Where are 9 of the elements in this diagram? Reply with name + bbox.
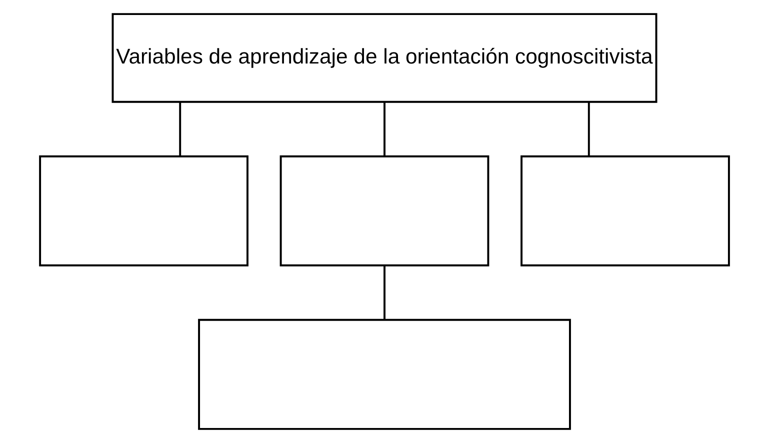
connector [384,266,386,320]
node-box: Variables de aprendizaje de la orientación cognoscitivista [112,13,658,103]
node-box [39,155,248,266]
connector [588,102,590,156]
node-box [198,318,571,430]
connector [384,102,386,156]
node-box [280,155,490,266]
connector [179,102,182,156]
node-box [520,155,730,266]
